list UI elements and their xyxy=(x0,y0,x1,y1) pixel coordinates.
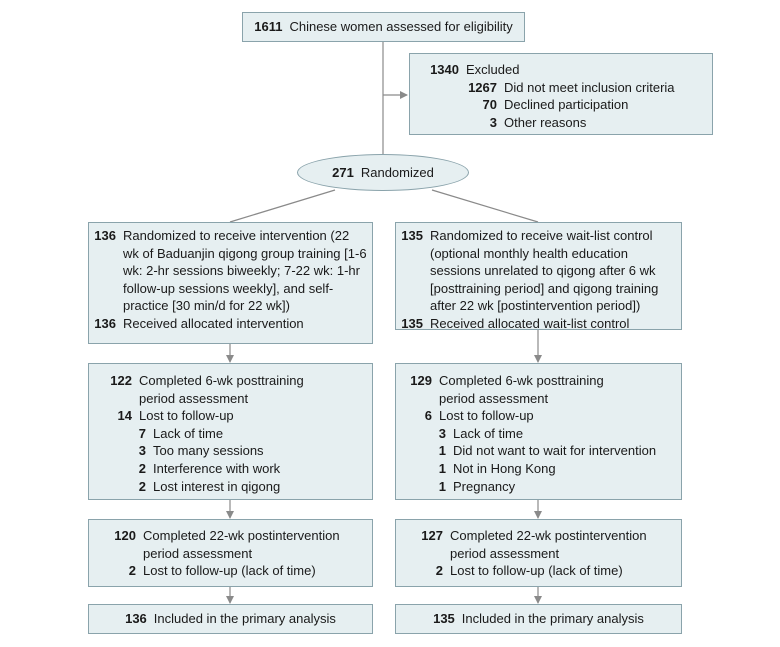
intervention-received-count: 136 xyxy=(94,315,116,331)
control-analysis-label: Included in the primary analysis xyxy=(461,611,644,627)
control-postintervention-lost-count: 2 xyxy=(435,563,443,579)
intervention-postintervention-lost-count: 2 xyxy=(128,563,136,579)
excluded-box: 1340 Excluded 1267 Did not meet inclusio… xyxy=(409,53,713,135)
control-analysis-box: 135 Included in the primary analysis xyxy=(395,604,682,634)
intervention-lost-reason: 7 Lack of time xyxy=(138,425,224,441)
control-received-label: Received allocated wait-list control xyxy=(430,315,630,331)
intervention-postintervention-box: 120 Completed 22-wk postintervention per… xyxy=(88,519,373,587)
control-postintervention-box: 127 Completed 22-wk postintervention per… xyxy=(395,519,682,587)
intervention-analysis-count: 136 xyxy=(125,611,147,627)
control-analysis-count: 135 xyxy=(433,611,455,627)
intervention-lost-reason: 3 Too many sessions xyxy=(138,443,264,459)
control-allocation-count: 135 xyxy=(401,228,423,243)
intervention-analysis-label: Included in the primary analysis xyxy=(153,611,336,627)
intervention-allocation-box: 136 Randomized to receive intervention (… xyxy=(88,222,373,344)
control-postintervention-lost-label: Lost to follow-up (lack of time) xyxy=(450,563,623,579)
control-lost-reason: 1 Pregnancy xyxy=(438,478,516,494)
control-posttraining-label: Completed 6-wk posttraining period asses… xyxy=(439,373,604,406)
excluded-label: Excluded xyxy=(466,62,520,77)
intervention-postintervention-lost-label: Lost to follow-up (lack of time) xyxy=(143,563,316,579)
intervention-allocation-count: 136 xyxy=(94,228,116,243)
control-allocation-box: 135 Randomized to receive wait-list cont… xyxy=(395,222,682,331)
intervention-analysis-box: 136 Included in the primary analysis xyxy=(88,604,373,634)
excluded-reason: 1267 Did not meet inclusion criteria xyxy=(468,79,675,95)
intervention-received-label: Received allocated intervention xyxy=(123,315,304,331)
connector-randomized-control xyxy=(431,189,539,223)
randomized-count: 271 xyxy=(332,165,354,180)
control-lost-reason: 1 Did not want to wait for intervention xyxy=(438,443,657,459)
intervention-allocation-label: Randomized to receive intervention (22 w… xyxy=(123,228,367,314)
assessed-count: 1611 xyxy=(254,19,283,35)
randomized-oval: 271 Randomized xyxy=(297,154,469,191)
assessed-box: 1611 Chinese women assessed for eligibil… xyxy=(242,12,525,42)
intervention-lost-label: Lost to follow-up xyxy=(139,408,234,424)
excluded-count: 1340 xyxy=(430,62,459,77)
control-lost-count: 6 xyxy=(424,408,432,424)
excluded-reason: 70 Declined participation xyxy=(482,97,629,113)
control-posttraining-box: 129 Completed 6-wk posttraining period a… xyxy=(395,363,682,500)
randomized-label: Randomized xyxy=(360,165,434,180)
control-allocation-label: Randomized to receive wait-list control … xyxy=(430,228,659,314)
control-lost-reason: 3 Lack of time xyxy=(438,425,524,441)
intervention-posttraining-count: 122 xyxy=(110,373,132,388)
intervention-lost-count: 14 xyxy=(117,408,132,424)
intervention-posttraining-box: 122 Completed 6-wk posttraining period a… xyxy=(88,363,373,500)
excluded-reason: 3 Other reasons xyxy=(489,114,587,130)
intervention-postintervention-label: Completed 22-wk postintervention period … xyxy=(143,528,340,561)
control-received-count: 135 xyxy=(401,315,423,331)
control-postintervention-label: Completed 22-wk postintervention period … xyxy=(450,528,647,561)
connector-randomized-intervention xyxy=(229,189,336,223)
assessed-label: Chinese women assessed for eligibility xyxy=(289,19,513,35)
intervention-lost-reason: 2 Lost interest in qigong xyxy=(138,478,281,494)
intervention-postintervention-count: 120 xyxy=(114,528,136,543)
control-lost-label: Lost to follow-up xyxy=(439,408,534,424)
intervention-posttraining-label: Completed 6-wk posttraining period asses… xyxy=(139,373,304,406)
control-postintervention-count: 127 xyxy=(421,528,443,543)
intervention-lost-reason: 2 Interference with work xyxy=(138,460,281,476)
control-posttraining-count: 129 xyxy=(410,373,432,388)
control-lost-reason: 1 Not in Hong Kong xyxy=(438,460,556,476)
